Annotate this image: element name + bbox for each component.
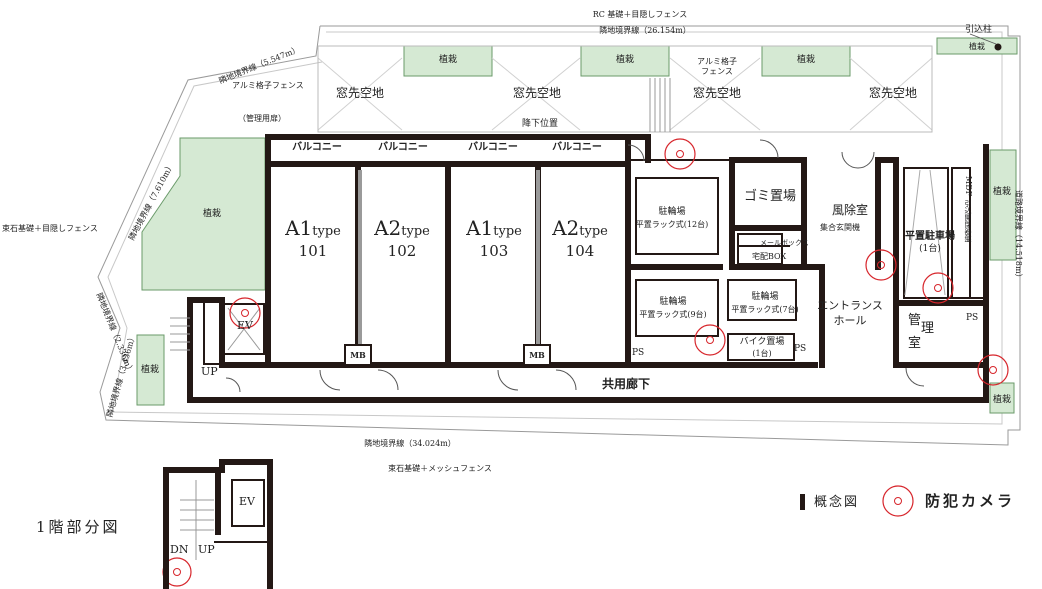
unit-102-number: 102 <box>387 242 417 260</box>
camera-icon <box>694 324 726 356</box>
bicycle-parking-2-title: 駐輪場 <box>659 297 687 307</box>
left-fence-label: 束石基礎＋目隠しフェンス <box>2 224 98 233</box>
entrance-hall-label-1: エントランス <box>817 299 883 312</box>
descent-position-label: 降下位置 <box>522 119 559 129</box>
ev-label: EV <box>237 319 253 332</box>
thin-walls <box>203 159 986 365</box>
camera-icon <box>229 297 261 329</box>
window-space-label: 窓先空地 <box>868 86 918 100</box>
balcony-label: バルコニー <box>292 142 342 153</box>
window-space-label: 窓先空地 <box>512 86 562 100</box>
site-boundary <box>97 25 1021 446</box>
entrance-door-label: 集合玄関機 <box>820 223 860 232</box>
top-fence-label: RC 基礎＋目隠しフェンス <box>592 10 688 19</box>
planting-areas <box>136 37 1018 414</box>
hikikomi-pole-icon <box>994 43 1002 51</box>
bicycle-parking-1-detail: 平置ラック式(12台) <box>635 220 709 229</box>
grille-fence-top-2: フェンス <box>701 67 733 76</box>
windbreak-label: 風除室 <box>831 203 869 217</box>
ps-label: PS <box>794 344 807 354</box>
planting-label: 植栽 <box>615 55 635 65</box>
ps-label: PS <box>632 348 645 358</box>
unit-101-type: A1type <box>285 216 341 240</box>
partial-plan <box>163 459 273 589</box>
bike-parking-detail: (1台) <box>752 349 772 358</box>
window-space-label: 窓先空地 <box>692 86 742 100</box>
ps-label: PS <box>966 313 979 323</box>
grille-fence-left-label: アルミ格子フェンス <box>232 81 304 90</box>
planting-label: 植栽 <box>202 209 222 219</box>
partial-ev-label: EV <box>239 495 255 508</box>
parking-detail: (1台) <box>919 244 941 254</box>
camera-icon <box>882 485 914 517</box>
legend-camera-label: 防犯カメラ <box>925 492 1016 510</box>
hikikomi-board-label: 引込開閉器盤 <box>964 200 972 242</box>
bottom-fence-label: 束石基礎＋メッシュフェンス <box>388 464 492 473</box>
hikikomi-label: 引込柱 <box>965 25 993 35</box>
window-space-marks <box>317 45 933 133</box>
balcony-label: バルコニー <box>378 142 428 153</box>
legend-marker <box>800 494 805 510</box>
unit-103-type: A1type <box>466 216 522 240</box>
planting-label: 植栽 <box>140 365 160 375</box>
mb-label: MB <box>529 350 545 360</box>
garbage-label: ゴミ置場 <box>743 189 797 204</box>
bottom-boundary-label: 隣地境界線（34.024m） <box>364 439 456 448</box>
mdf-label: MDF <box>964 176 973 197</box>
bicycle-parking-3-detail: 平置ラック式(7台) <box>731 305 799 314</box>
kanri-door-label: （管理用扉） <box>238 114 286 123</box>
mailbox-label: メールボックス <box>760 239 809 247</box>
grille-fence-top-1: アルミ格子 <box>697 57 737 66</box>
management-room-label-2: 理 <box>921 321 935 336</box>
camera-icon <box>977 354 1009 386</box>
balcony-label: バルコニー <box>468 142 518 153</box>
planting-label: 植栽 <box>992 395 1012 405</box>
entrance-hall-label-2: ホール <box>833 314 867 327</box>
camera-icon <box>664 138 696 170</box>
planting-label: 植栽 <box>438 55 458 65</box>
top-boundary-label: 隣地境界線（26.154m） <box>599 26 691 35</box>
partial-plan-title: 1階部分図 <box>36 518 121 536</box>
partial-dn-label: DN <box>170 543 189 556</box>
management-room-label-1: 管 <box>908 313 922 328</box>
left-stairs <box>170 317 190 351</box>
bicycle-parking-1-title: 駐輪場 <box>658 207 686 217</box>
bicycle-parking-2-detail: 平置ラック式(9台) <box>639 310 707 319</box>
planting-label: 植栽 <box>796 55 816 65</box>
camera-icon <box>865 249 897 281</box>
camera-icon <box>922 272 954 304</box>
window-space-label: 窓先空地 <box>335 86 385 100</box>
planting-label: 植栽 <box>969 42 985 51</box>
corridor-label: 共用廊下 <box>601 377 651 391</box>
parking-title: 平置駐車場 <box>905 231 955 242</box>
balcony-label: バルコニー <box>552 142 602 153</box>
planting-label: 植栽 <box>992 187 1012 197</box>
top-stairs <box>649 78 671 132</box>
up-label: UP <box>201 365 218 378</box>
management-room-label-3: 室 <box>908 336 922 351</box>
bike-parking-title: バイク置場 <box>739 337 785 347</box>
bicycle-parking-3-title: 駐輪場 <box>751 292 779 302</box>
mb-boxes <box>344 344 551 366</box>
ev-shaft <box>227 307 261 351</box>
party-walls <box>358 170 540 345</box>
partial-up-label: UP <box>198 543 215 556</box>
unit-102-type: A2type <box>374 216 430 240</box>
unit-103-number: 103 <box>479 242 509 260</box>
mb-label: MB <box>350 350 366 360</box>
right-road-boundary: 道路境界線（14.518m） <box>1014 190 1023 282</box>
door-swings <box>225 139 925 393</box>
leader-line <box>969 33 997 45</box>
unit-101-number: 101 <box>298 242 328 260</box>
legend-concept-label: 概念図 <box>814 495 860 510</box>
delivery-box-label: 宅配BOX <box>752 252 787 261</box>
unit-104-type: A2type <box>552 216 608 240</box>
unit-104-number: 104 <box>565 242 595 260</box>
